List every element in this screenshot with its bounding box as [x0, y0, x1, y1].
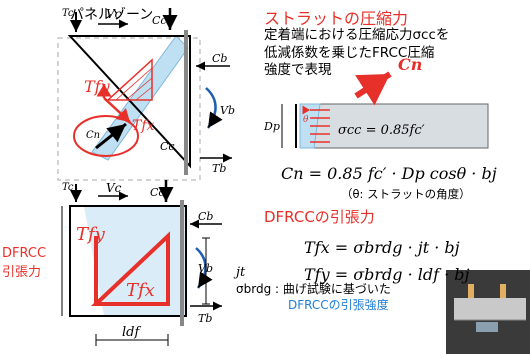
- panel-zone-diagram: [57, 8, 232, 181]
- sigma-brdg-note: σbrdg : 曲げ試験に基づいた DFRCCの引張強度: [236, 281, 391, 313]
- strut-title: ストラットの圧縮力: [264, 9, 409, 28]
- label-tfx-top: Tfx: [132, 118, 155, 134]
- label-cb-top: Cb: [212, 52, 227, 65]
- equation-tfx: Tfx = σbrdg · jt · bj: [304, 238, 460, 257]
- panel-outline: [57, 37, 201, 181]
- dfrcc-left-line-1: DFRCC: [2, 246, 47, 261]
- strut-desc-line-3: 強度で表現: [264, 62, 332, 78]
- label-theta: θ: [303, 115, 309, 125]
- dfrcc-left-line-2: 引張力: [2, 265, 42, 280]
- sigma-note-line-2: DFRCCの引張強度: [288, 298, 389, 312]
- label-cb-bottom: Cb: [198, 210, 213, 223]
- sigma-note-line-1: σbrdg : 曲げ試験に基づいた: [236, 282, 391, 296]
- label-sigma-cc: σcc = 0.85fc′: [338, 123, 425, 138]
- dfrcc-title: DFRCCの引張力: [264, 208, 375, 226]
- label-vc-top: Vc: [106, 7, 122, 21]
- label-vb-bottom: Vb: [198, 262, 213, 275]
- label-tb-top: Tb: [212, 162, 226, 175]
- panel-zone-label: パネルゾーン: [70, 7, 154, 23]
- label-cc-bottom: Cc: [150, 186, 165, 199]
- equation-tfy: Tfy = σbrdg · ldf · bj: [304, 265, 470, 284]
- dfrcc-left-label: DFRCC 引張力: [2, 244, 46, 282]
- label-tfy-top: Tfy: [84, 77, 111, 96]
- label-cn-big: Cn: [398, 55, 422, 74]
- strut-desc-line-1: 定着端における圧縮応力σccを: [264, 27, 450, 43]
- hatched-triangle: [106, 58, 153, 101]
- label-tc-top: Tc: [62, 8, 74, 19]
- label-jt: jt: [233, 265, 246, 280]
- dfrcc-diagram: [61, 180, 222, 346]
- label-cn-top: Cn: [86, 130, 100, 141]
- strut-desc-line-2: 低減係数を乗じたFRCC圧縮: [264, 44, 435, 61]
- label-tfy-bottom: Tfy: [76, 224, 106, 245]
- triangle-frame: [67, 35, 191, 169]
- equation-cn: Cn = 0.85 fc′ · Dp cosθ · bj: [281, 164, 497, 183]
- label-cc-top: Cc: [152, 14, 167, 27]
- beam-body: [299, 103, 489, 149]
- label-vb-top: Vb: [220, 104, 235, 117]
- cn-big-arrow: [354, 71, 392, 106]
- label-tfx-bottom: Tfx: [126, 280, 155, 301]
- cn-highlight-circle: [73, 115, 139, 157]
- label-vc-bottom: Vc: [106, 181, 122, 195]
- strut-detail: [281, 71, 489, 149]
- label-dp: Dp: [263, 120, 280, 133]
- label-tb-bottom: Tb: [198, 312, 212, 325]
- label-ldf: ldf: [122, 325, 141, 340]
- bending-test-photo: [446, 270, 530, 354]
- label-cc-low-top: Cc: [160, 140, 175, 153]
- strut-description: 定着端における圧縮応力σccを 低減係数を乗じたFRCC圧縮 強度で表現: [264, 27, 449, 80]
- dfrcc-frame: [69, 205, 187, 317]
- dfrcc-tension-triangle: [90, 231, 170, 306]
- equation-cn-note: （θ: ストラットの角度）: [341, 187, 471, 201]
- label-tc-bottom: Tc: [62, 182, 74, 193]
